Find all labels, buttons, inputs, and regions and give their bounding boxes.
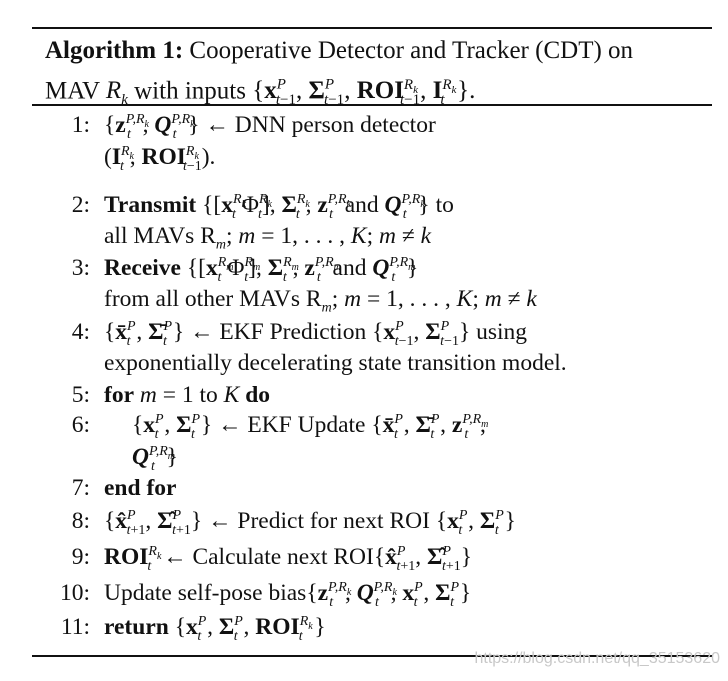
line-text: end for xyxy=(104,475,177,501)
line-text: QP,Rmt } xyxy=(132,444,178,474)
transmit-keyword: Transmit xyxy=(104,192,197,218)
top-rule xyxy=(32,27,712,29)
line-text: return {xPt , ΣPt , ROIRkt } xyxy=(104,614,326,644)
caption-inputs: with inputs xyxy=(134,77,246,105)
receive-keyword: Receive xyxy=(104,255,181,281)
line-number: 6: xyxy=(71,412,90,438)
line-text: Update self-pose bias{zP,Rkt , QP,Rkt , … xyxy=(104,580,472,610)
caption-inputs-math: {xPt−1, ΣPt−1, ROIRkt−1, IRkt }. xyxy=(252,77,476,109)
line-text: Transmit {[xRkt ΦRkt], ΣRkt , zP,Rkt and… xyxy=(104,192,454,222)
line-text: ROIRkt ← Calculate next ROI{x̂Pt+1, Σ̂Pt… xyxy=(104,544,473,574)
robot-symbol: Rk xyxy=(105,77,128,109)
algorithm-caption: Algorithm 1: Cooperative Detector and Tr… xyxy=(45,33,705,118)
line-number: 4: xyxy=(71,319,90,345)
algorithm-title: Cooperative Detector and Tracker (CDT) o… xyxy=(189,37,634,64)
line-number: 7: xyxy=(71,475,90,501)
line-text: {zP,Rkt , QP,Rkt } ← DNN person detector xyxy=(104,112,436,142)
mid-rule xyxy=(32,104,712,106)
line-number: 2: xyxy=(71,192,90,218)
line-number: 11: xyxy=(60,614,90,640)
line-text: from all other MAVs Rm; m = 1, . . . , K… xyxy=(104,286,537,316)
watermark-url: https://blog.csdn.net/qq_35153620 xyxy=(474,650,720,667)
line-number: 10: xyxy=(59,580,90,606)
bottom-rule xyxy=(32,655,712,657)
line-text: exponentially decelerating state transit… xyxy=(104,350,567,376)
line-text: {x̄Pt , Σ̄Pt } ← EKF Prediction {xPt−1, … xyxy=(104,319,528,349)
line-text: (IRkt , ROIRkt−1). xyxy=(104,144,216,174)
line-number: 3: xyxy=(71,255,90,281)
line-text: for m = 1 to K do xyxy=(104,382,271,408)
caption-mav: MAV xyxy=(45,77,100,105)
return-keyword: return xyxy=(104,614,169,640)
line-text: all MAVs Rm; m = 1, . . . , K; m ≠ k xyxy=(104,223,432,253)
algorithm-label: Algorithm 1: xyxy=(45,37,184,64)
algorithm-box: Algorithm 1: Cooperative Detector and Tr… xyxy=(32,0,712,660)
line-number: 8: xyxy=(71,508,90,534)
line-text: Receive {[xRmt ΦRmt], ΣRmt , zP,Rmt and … xyxy=(104,255,419,285)
line-number: 9: xyxy=(71,544,90,570)
line-text: {xPt , ΣPt } ← EKF Update {x̄Pt , Σ̄Pt ,… xyxy=(132,412,489,442)
line-number: 1: xyxy=(71,112,90,138)
line-text: {x̂Pt+1, Σ̂Pt+1} ← Predict for next ROI … xyxy=(104,508,516,538)
line-number: 5: xyxy=(71,382,90,408)
